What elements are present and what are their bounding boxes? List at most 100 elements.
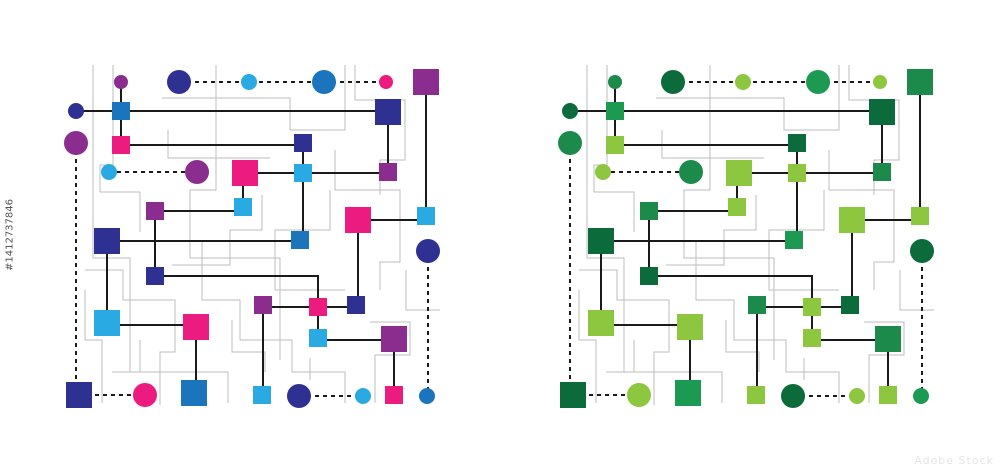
square-node <box>640 202 658 220</box>
square-node <box>291 231 309 249</box>
grid-trace <box>579 269 670 405</box>
square-node <box>112 136 130 154</box>
circle-node <box>913 388 929 404</box>
grid-trace <box>334 150 401 290</box>
square-node <box>675 380 701 406</box>
grid-trace <box>695 240 840 403</box>
square-node <box>588 310 614 336</box>
watermark-text: Adobe Stock <box>914 454 994 467</box>
square-node <box>112 102 130 120</box>
square-node <box>803 329 821 347</box>
circle-node <box>558 131 582 155</box>
circle-node <box>627 383 651 407</box>
square-node <box>183 314 209 340</box>
circle-node <box>661 70 685 94</box>
square-node <box>385 386 403 404</box>
grid-trace <box>201 240 346 403</box>
square-node <box>309 298 327 316</box>
grid-trace <box>405 270 440 311</box>
circle-node <box>379 75 393 89</box>
circle-node <box>68 103 84 119</box>
circle-node <box>355 388 371 404</box>
circle-node <box>910 239 934 263</box>
grid-trace <box>92 65 229 403</box>
circle-node <box>241 74 257 90</box>
grid-trace <box>112 340 141 373</box>
square-node <box>232 160 258 186</box>
grid-trace <box>828 150 895 290</box>
square-node <box>309 329 327 347</box>
square-node <box>869 99 895 125</box>
grid-trace <box>172 195 263 266</box>
grid-trace <box>162 65 346 131</box>
circle-node <box>679 160 703 184</box>
square-node <box>788 134 806 152</box>
square-node <box>294 164 312 182</box>
square-node <box>747 386 765 404</box>
circle-node <box>849 388 865 404</box>
circle-node <box>781 384 805 408</box>
square-node <box>907 69 933 95</box>
circle-node <box>64 131 88 155</box>
square-node <box>839 207 865 233</box>
circuit-panel-left <box>64 65 440 408</box>
circle-node <box>419 388 435 404</box>
square-node <box>873 163 891 181</box>
circle-node <box>287 384 311 408</box>
square-node <box>640 267 658 285</box>
grid-trace <box>864 321 905 403</box>
grid-trace <box>370 321 411 403</box>
square-node <box>911 207 929 225</box>
square-node <box>347 296 365 314</box>
grid-trace <box>274 190 345 291</box>
square-node <box>785 231 803 249</box>
grid-trace <box>231 320 266 372</box>
grid-trace <box>84 290 103 403</box>
square-node <box>146 202 164 220</box>
grid-trace <box>167 130 270 159</box>
square-node <box>379 163 397 181</box>
grid-trace <box>661 130 764 159</box>
square-node <box>803 298 821 316</box>
circle-node <box>608 75 622 89</box>
circle-node <box>595 164 611 180</box>
grid-trace <box>85 269 176 405</box>
circle-node <box>114 75 128 89</box>
square-node <box>146 267 164 285</box>
square-node <box>66 382 92 408</box>
square-node <box>181 380 207 406</box>
square-node <box>234 198 252 216</box>
square-node <box>417 207 435 225</box>
square-node <box>728 198 746 216</box>
square-node <box>841 296 859 314</box>
circuit-panel-right <box>558 65 934 408</box>
square-node <box>94 310 120 336</box>
square-node <box>677 314 703 340</box>
grid-trace <box>606 340 635 373</box>
grid-trace <box>656 65 840 131</box>
grid-trace <box>768 190 839 291</box>
square-node <box>726 160 752 186</box>
grid-trace <box>725 320 760 372</box>
square-node <box>748 296 766 314</box>
square-node <box>94 228 120 254</box>
connector-line <box>155 275 319 307</box>
square-node <box>879 386 897 404</box>
square-node <box>294 134 312 152</box>
square-node <box>588 228 614 254</box>
grid-trace <box>899 270 934 311</box>
circle-node <box>133 383 157 407</box>
square-node <box>875 326 901 352</box>
grid-trace <box>578 290 597 403</box>
circle-node <box>806 70 830 94</box>
grid-trace <box>666 195 757 266</box>
square-node <box>345 207 371 233</box>
square-node <box>606 136 624 154</box>
circle-node <box>873 75 887 89</box>
square-node <box>560 382 586 408</box>
square-node <box>381 326 407 352</box>
square-node <box>254 296 272 314</box>
square-node <box>375 99 401 125</box>
